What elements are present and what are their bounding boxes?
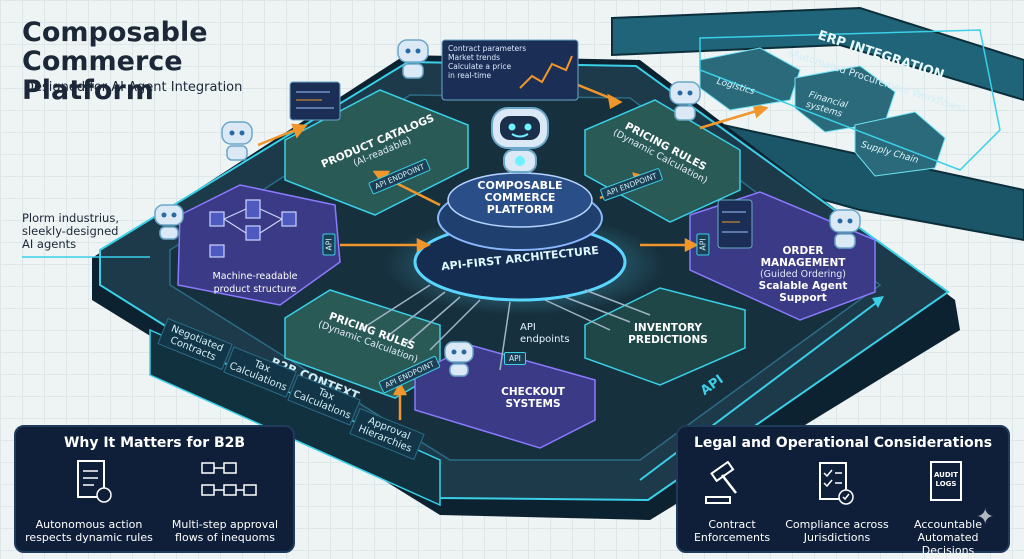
why-panel-title: Why It Matters for B2B [63, 435, 246, 451]
checkout-text: CHECKOUT SYSTEMS [501, 386, 565, 410]
robot-icon [221, 121, 253, 161]
agent-note: Plorm industrius, sleekly-designed AI ag… [22, 211, 119, 251]
robot-icon [829, 209, 861, 249]
api-tag: API [322, 233, 336, 256]
page-title: Composable Commerce Platform [22, 17, 208, 106]
inventory-text: INVENTORY PREDICTIONS [628, 322, 708, 346]
why-it-matters-panel: Why It Matters for B2B Autonomous action… [14, 425, 295, 553]
code-screen-icon [289, 81, 341, 121]
order-management-text: ORDER MANAGEMENT (Guided Ordering) Scala… [758, 245, 848, 304]
robot-icon [669, 81, 701, 121]
connection-lines [359, 284, 651, 371]
code-screen-icon [717, 199, 753, 249]
hub-title: COMPOSABLE COMMERCE PLATFORM [477, 179, 563, 216]
approval-flow-icon [201, 462, 257, 496]
erp-modules [699, 29, 1001, 177]
page-subtitle: Designed for AI Agent Integration [24, 80, 243, 95]
robot-icon [444, 341, 474, 377]
card-product-catalogs[interactable] [284, 89, 469, 216]
sparkle-icon: ✦ [976, 505, 995, 530]
robot-icon [154, 204, 184, 240]
checklist-icon [819, 462, 854, 505]
api-endpoints-label: API endpoints [520, 322, 570, 345]
document-icon [77, 460, 112, 503]
pricing-tooltip: Contract parameters Market trends Calcul… [448, 44, 527, 80]
robot-icon [397, 39, 429, 79]
central-robot-icon [491, 107, 549, 173]
api-tag: API [504, 352, 526, 365]
audit-logs-icon: AUDIT LOGS [930, 461, 962, 501]
legal-panel: Legal and Operational Considerations AUD… [676, 425, 1010, 557]
gavel-icon [705, 461, 737, 504]
legal-panel-title: Legal and Operational Considerations [693, 435, 993, 451]
api-tag: API [696, 233, 710, 256]
card-inventory[interactable] [584, 287, 746, 386]
machine-readable-caption: Machine-readable product structure [212, 271, 298, 295]
flowchart-icon [209, 199, 297, 258]
chart-screen-icon [441, 39, 579, 101]
